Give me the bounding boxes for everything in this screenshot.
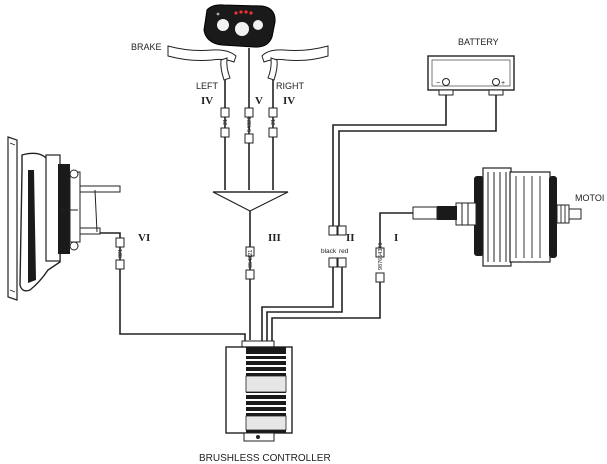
display-button-icon — [235, 22, 249, 36]
display-unit — [203, 4, 276, 48]
left-label: LEFT — [196, 81, 219, 91]
controller-label: BRUSHLESS CONTROLLER — [199, 453, 331, 464]
roman-throttle: VI — [138, 232, 150, 244]
pin-label-motor: 987654321 — [378, 242, 384, 270]
roman-display: V — [255, 95, 263, 107]
pin-label-throttle: 321 — [118, 249, 124, 258]
connector-motor: 987654321 — [375, 242, 385, 283]
display-button-icon — [217, 19, 229, 31]
left-brake-lever — [167, 45, 237, 81]
connector-right-brake: 21 — [268, 107, 278, 138]
battery-black-label: black — [321, 248, 337, 255]
hub-motor — [412, 167, 582, 267]
roman-battery: II — [346, 232, 355, 244]
brake-label: BRAKE — [131, 42, 162, 52]
display-button-icon — [253, 20, 263, 30]
pin-label-right-brake: 21 — [271, 119, 277, 125]
battery-terminal-positive — [492, 78, 500, 86]
motor-label: MOTOI — [575, 193, 604, 203]
connector-display: 54321 — [244, 107, 254, 144]
roman-hub: III — [268, 232, 281, 244]
throttle-grip — [7, 136, 121, 301]
wire-hub — [212, 191, 289, 212]
battery-red-label: red — [339, 248, 349, 255]
connector-hub: 654321 — [245, 246, 255, 280]
battery-positive-sign: + — [501, 80, 505, 87]
pin-label-hub: 654321 — [248, 250, 254, 268]
pin-label-display: 54321 — [247, 117, 253, 132]
pin-label-left-brake: 21 — [223, 119, 229, 125]
battery-label: BATTERY — [458, 37, 499, 47]
roman-left-brake: IV — [201, 95, 213, 107]
roman-motor: I — [394, 232, 398, 244]
connector-left-brake: 21 — [220, 107, 230, 138]
battery-negative-sign: − — [436, 80, 440, 87]
connector-battery: black red — [321, 225, 349, 268]
roman-right-brake: IV — [283, 95, 295, 107]
right-brake-lever — [261, 45, 329, 81]
battery-terminal-negative — [442, 78, 450, 86]
battery: − + — [427, 55, 515, 96]
connector-throttle: 321 — [115, 237, 125, 270]
right-label: RIGHT — [276, 81, 305, 91]
brushless-controller — [225, 340, 293, 442]
